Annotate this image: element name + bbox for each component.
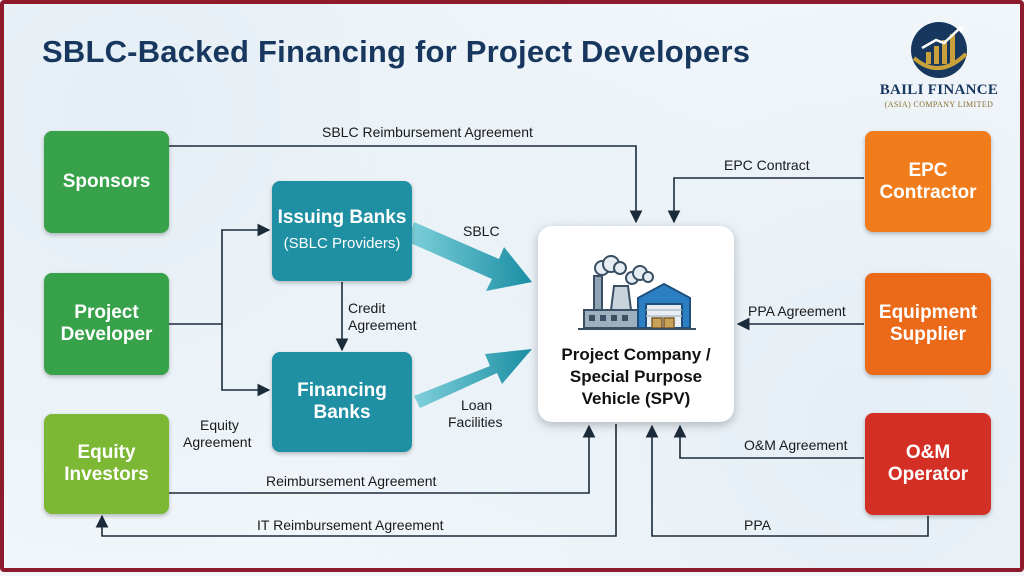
equipment-supplier-box[interactable]: Equipment Supplier (865, 273, 991, 375)
spv-label-line2: Special Purpose (569, 367, 703, 386)
factory-warehouse-icon (578, 255, 696, 330)
label-it-reimbursement: IT Reimbursement Agreement (257, 517, 444, 533)
label-om-agreement: O&M Agreement (744, 437, 848, 453)
equipment-supplier-label-line2: Supplier (889, 324, 966, 345)
edge-sblc-reimbursement (169, 145, 643, 224)
financing-banks-box[interactable]: Financing Banks (272, 352, 412, 452)
spv-label-line3: Vehicle (SPV) (581, 389, 691, 408)
logo-name: BAILI FINANCE (879, 82, 999, 98)
epc-contractor-box[interactable]: EPC Contractor (865, 131, 991, 232)
edge-om-agreement (673, 424, 864, 459)
epc-contractor-label-line1: EPC (908, 159, 948, 181)
label-credit-agreement-1: Credit (348, 300, 386, 316)
issuing-banks-box[interactable]: Issuing Banks (SBLC Providers) (272, 181, 412, 281)
label-reimbursement: Reimbursement Agreement (266, 473, 437, 489)
edge-epc-contract (667, 177, 864, 224)
company-logo: BAILI FINANCE (ASIA) COMPANY LIMITED (864, 18, 1014, 110)
project-developer-label-line2: Developer (60, 324, 153, 345)
label-equity-agreement-1: Equity (200, 417, 239, 433)
project-developer-box[interactable]: Project Developer (44, 273, 169, 375)
issuing-banks-label: Issuing Banks (277, 207, 407, 228)
label-ppa-agreement: PPA Agreement (748, 303, 846, 319)
label-credit-agreement-2: Agreement (348, 317, 417, 333)
rising-bar-chart-globe-icon (911, 22, 968, 78)
label-loan-facilities-1: Loan (461, 397, 493, 413)
spv-box[interactable]: Project Company / Special Purpose Vehicl… (538, 226, 734, 422)
label-sblc: SBLC (463, 223, 500, 239)
sblc-arrow (408, 222, 532, 291)
label-epc-contract: EPC Contract (724, 157, 810, 173)
edge-reimbursement (169, 424, 596, 494)
issuing-banks-sublabel: (SBLC Providers) (283, 235, 401, 252)
equity-investors-label-line2: Investors (64, 464, 149, 485)
label-equity-agreement-2: Agreement (183, 434, 252, 450)
edge-ppa (645, 424, 929, 537)
logo-subtitle: (ASIA) COMPANY LIMITED (884, 100, 994, 109)
sponsors-label: Sponsors (62, 171, 151, 192)
financing-banks-label-line2: Banks (313, 402, 371, 423)
label-sblc-reimbursement: SBLC Reimbursement Agreement (322, 124, 533, 140)
om-operator-label-line1: O&M (905, 442, 951, 463)
equity-investors-box[interactable]: Equity Investors (44, 414, 169, 514)
spv-label: Project Company / Special Purpose Vehicl… (538, 344, 734, 410)
epc-contractor-label-line2: Contractor (879, 181, 977, 203)
financing-banks-label-line1: Financing (297, 380, 387, 401)
om-operator-box[interactable]: O&M Operator (865, 413, 991, 515)
edge-developer-issuing (221, 223, 271, 324)
label-loan-facilities-2: Facilities (448, 414, 503, 430)
equipment-supplier-label-line1: Equipment (878, 302, 978, 323)
edge-it-reimbursement (95, 424, 617, 537)
om-operator-label-line2: Operator (887, 464, 969, 485)
project-developer-label-line1: Project (74, 302, 139, 323)
loan-facilities-arrow (414, 349, 532, 408)
spv-label-line1: Project Company / (561, 345, 711, 364)
connector-lines (95, 145, 929, 537)
sponsors-box[interactable]: Sponsors (44, 131, 169, 233)
equity-investors-label-line1: Equity (77, 442, 136, 463)
edge-developer-financing (221, 324, 271, 397)
page-title: SBLC-Backed Financing for Project Develo… (42, 34, 751, 69)
label-ppa: PPA (744, 517, 771, 533)
